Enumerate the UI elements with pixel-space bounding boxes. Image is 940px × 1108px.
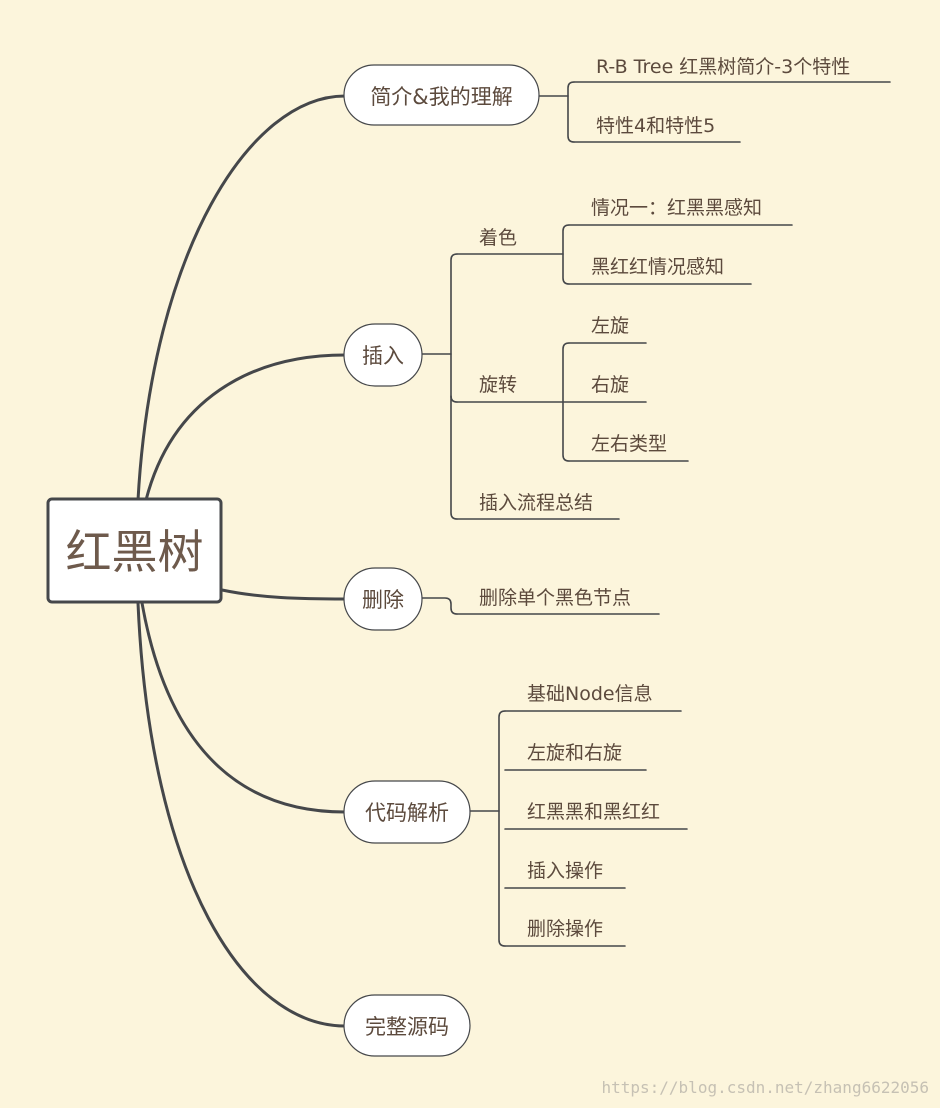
connector-root-insert <box>144 353 347 502</box>
connector-color-vertical <box>562 224 570 285</box>
node-source-label: 完整源码 <box>365 1015 449 1039</box>
branch-code: 基础Node信息 左旋和右旋 红黑黑和黑红红 插入操作 删除操作 代码解析 <box>343 683 688 947</box>
connector-insert-to-rotate <box>450 395 458 403</box>
node-code-box <box>343 780 471 844</box>
watermark-url: https://blog.csdn.net/zhang6622056 <box>601 1078 929 1097</box>
root-node[interactable]: 红黑树 <box>46 497 223 604</box>
connector-root-code <box>140 601 347 814</box>
node-delete[interactable]: 删除 <box>343 567 423 631</box>
leaf-code-1[interactable]: 左旋和右旋 <box>527 742 622 764</box>
leaf-intro-0[interactable]: R-B Tree 红黑树简介-3个特性 <box>596 56 850 78</box>
leaf-code-3[interactable]: 插入操作 <box>527 860 603 882</box>
leaf-rotate-0[interactable]: 左旋 <box>591 315 629 337</box>
leaf-code-4[interactable]: 删除操作 <box>527 918 603 940</box>
connector-root-source <box>136 601 347 1028</box>
node-code-label: 代码解析 <box>365 801 449 825</box>
branch-insert: 着色 情况一：红黑黑感知 黑红红情况感知 旋转 左旋 右旋 左右类型 插入流程总… <box>343 197 793 520</box>
leaf-code-2[interactable]: 红黑黑和黑红红 <box>527 801 660 823</box>
node-intro-label: 简介&我的理解 <box>370 85 512 109</box>
root-node-label: 红黑树 <box>66 525 204 579</box>
connector-insert-vertical <box>450 253 458 520</box>
node-source[interactable]: 完整源码 <box>343 994 471 1057</box>
node-insert-box <box>343 323 423 387</box>
node-insert-label: 插入 <box>362 344 404 368</box>
connector-intro-vertical <box>567 81 575 143</box>
connector-delete <box>421 597 458 615</box>
leaf-delete-0[interactable]: 删除单个黑色节点 <box>479 587 631 609</box>
connector-code-vertical <box>498 710 506 947</box>
node-delete-box <box>343 567 423 631</box>
node-intro-box <box>343 64 540 126</box>
leaf-color-1[interactable]: 黑红红情况感知 <box>591 256 724 278</box>
leaf-rotate-2[interactable]: 左右类型 <box>591 433 667 455</box>
node-insert[interactable]: 插入 <box>343 323 423 387</box>
node-source-box <box>343 994 471 1057</box>
node-code[interactable]: 代码解析 <box>343 780 471 844</box>
group-rotate-label[interactable]: 旋转 <box>479 374 517 396</box>
connector-root-delete <box>220 588 347 601</box>
leaf-code-0[interactable]: 基础Node信息 <box>527 683 653 705</box>
leaf-rotate-1[interactable]: 右旋 <box>591 374 629 396</box>
branch-intro: R-B Tree 红黑树简介-3个特性 特性4和特性5 简介&我的理解 <box>343 56 891 143</box>
leaf-color-0[interactable]: 情况一：红黑黑感知 <box>591 197 762 219</box>
root-node-box <box>46 497 223 604</box>
node-intro[interactable]: 简介&我的理解 <box>343 64 540 126</box>
group-color-label[interactable]: 着色 <box>479 227 517 249</box>
leaf-intro-1[interactable]: 特性4和特性5 <box>596 115 715 137</box>
connector-root-intro <box>136 94 347 502</box>
branch-source: 完整源码 <box>343 994 471 1057</box>
node-delete-label: 删除 <box>362 588 404 612</box>
branch-delete: 删除单个黑色节点 删除 <box>343 567 660 631</box>
leaf-insert-summary[interactable]: 插入流程总结 <box>479 492 593 514</box>
